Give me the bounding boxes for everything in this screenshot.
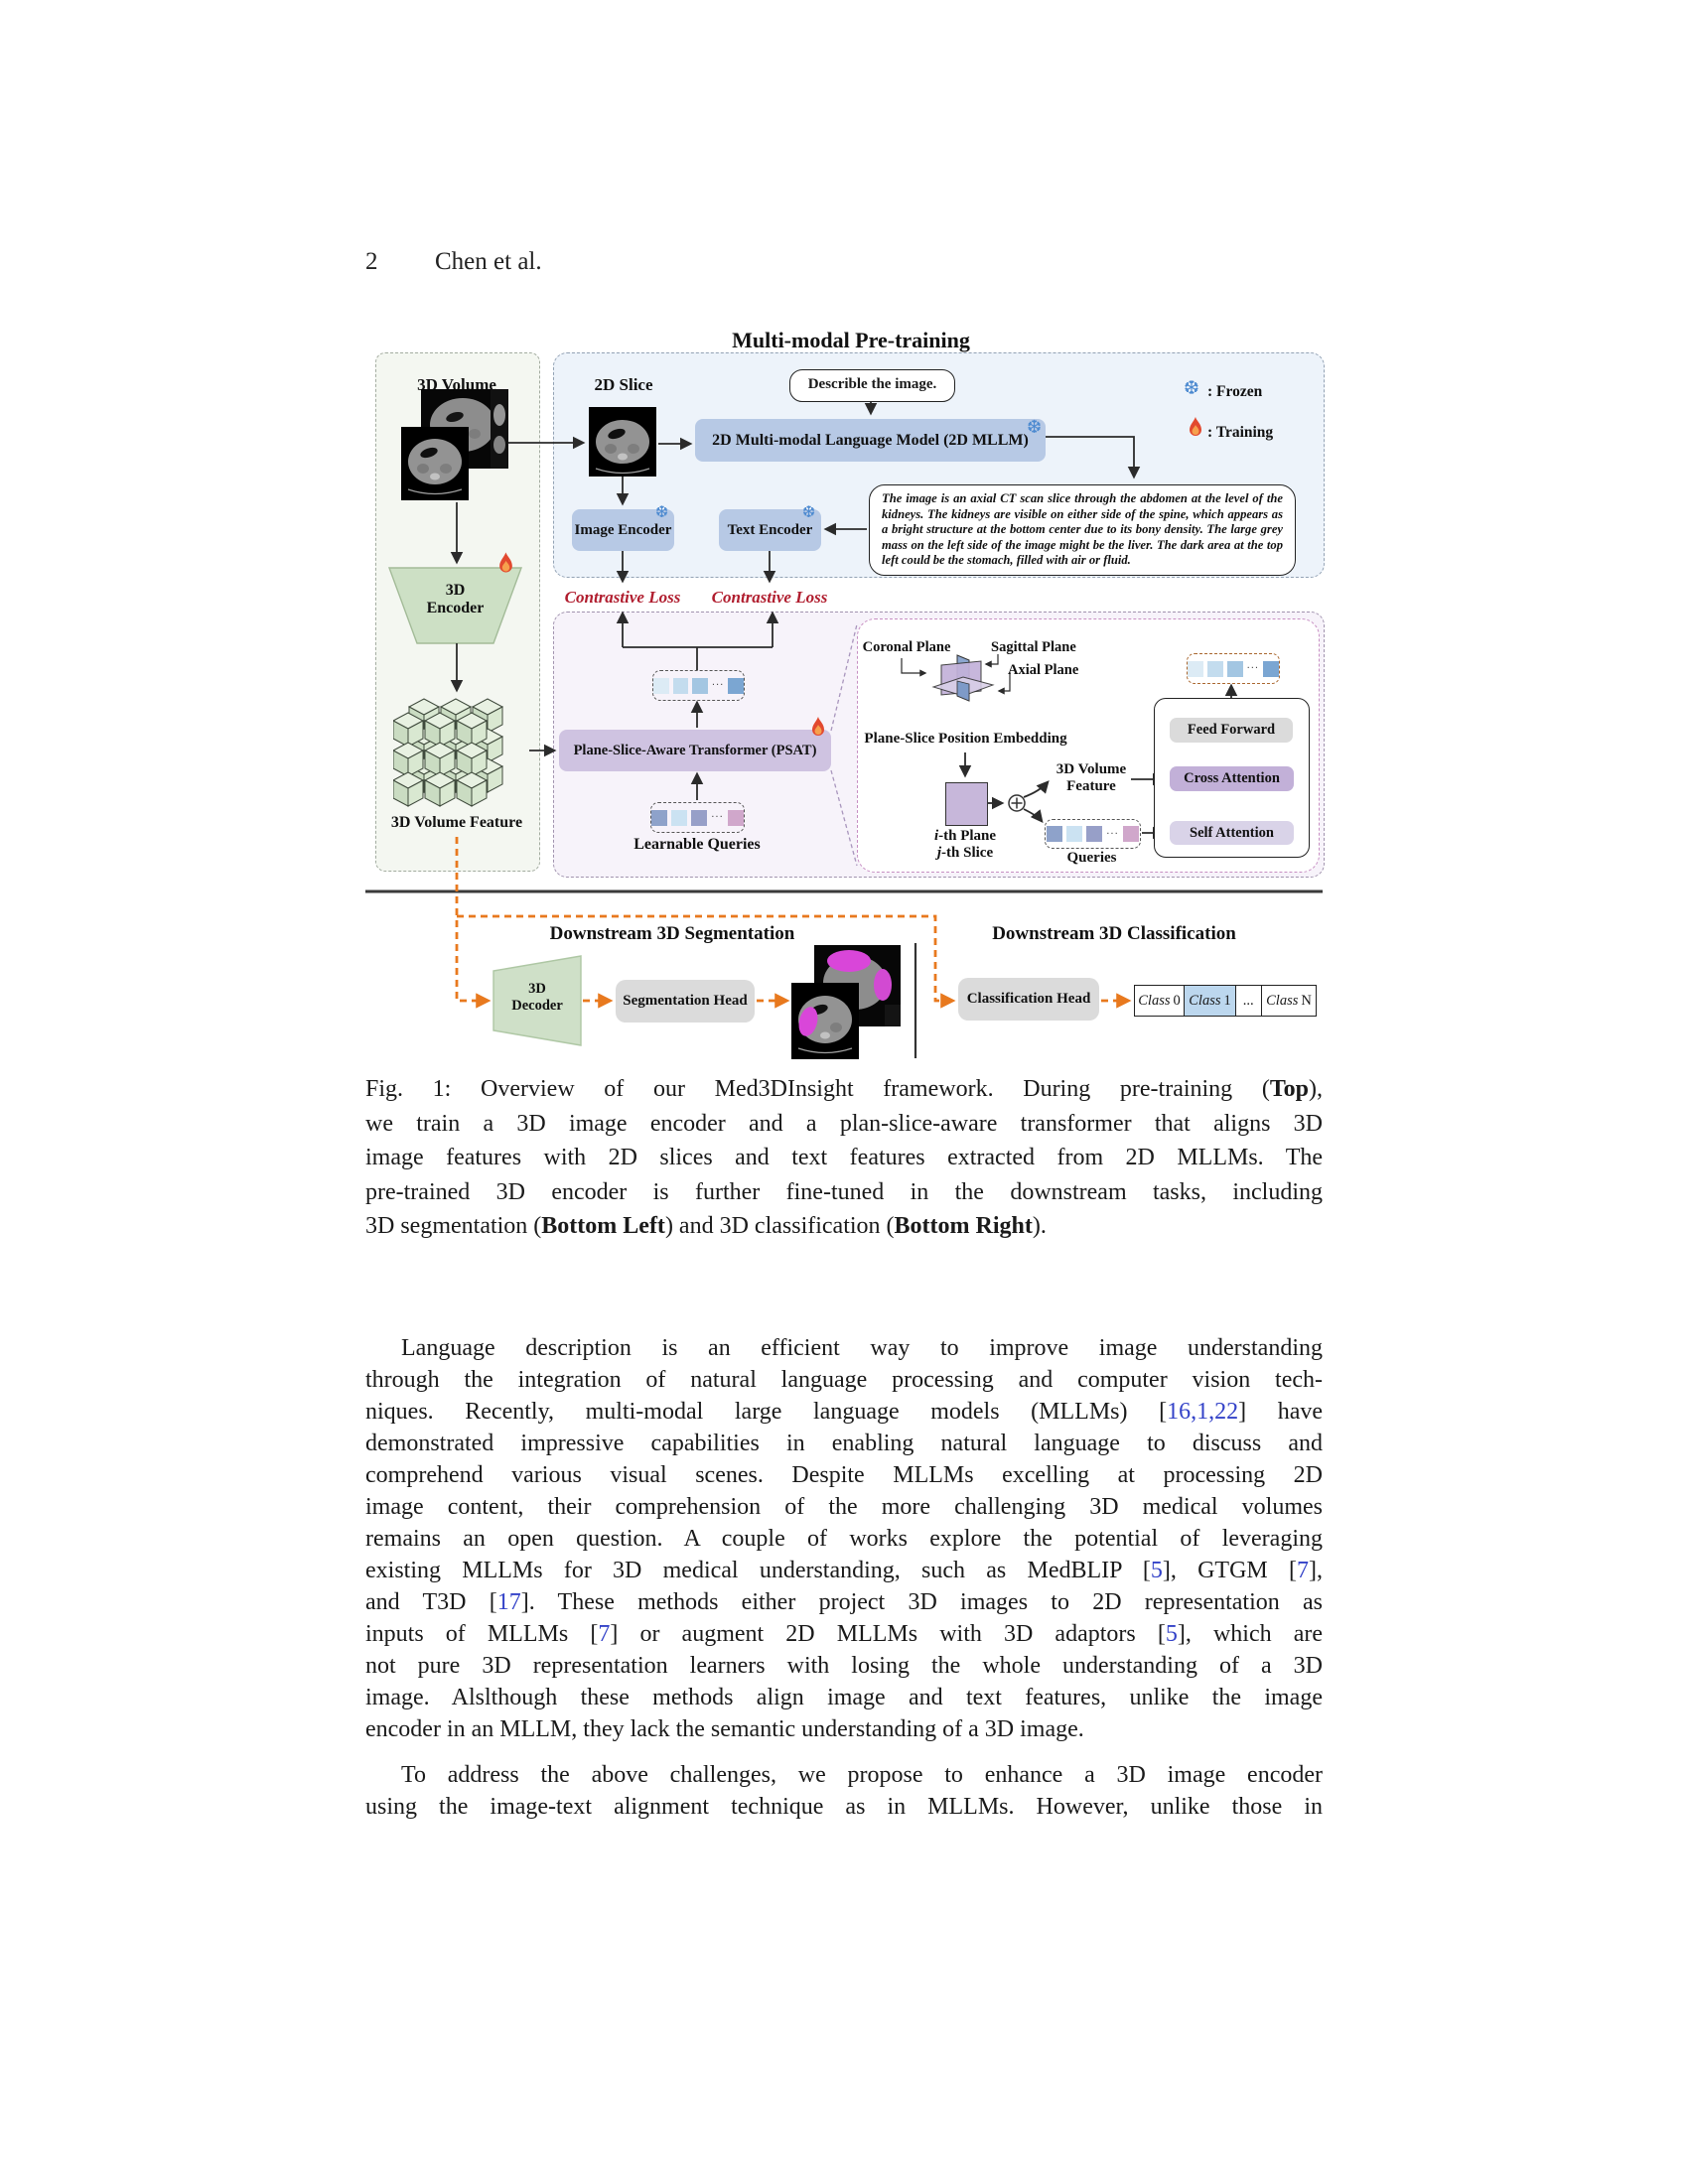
decoder-3d-label: 3D Decoder <box>511 981 563 1014</box>
legend-frozen: : Frozen <box>1207 383 1263 400</box>
classification-head-box: Classification Head <box>958 978 1099 1021</box>
learnable-query-tokens: ··· <box>650 802 745 833</box>
figure-1: Multi-modal Pre-training <box>357 328 1331 1074</box>
running-head: Chen et al. <box>435 248 542 275</box>
self-attention-box: Self Attention <box>1170 821 1294 845</box>
mllm-description-box: The image is an axial CT scan slice thro… <box>869 484 1296 576</box>
figure-title: Multi-modal Pre-training <box>732 328 970 352</box>
image-encoder-box: Image Encoder <box>572 509 674 551</box>
paragraph-1: Language description is an efficient way… <box>365 1335 1324 1742</box>
segmentation-head-box: Segmentation Head <box>616 980 755 1023</box>
sagittal-plane-label: Sagittal Plane <box>991 639 1076 655</box>
snowflake-icon: ❆ <box>1184 377 1199 399</box>
ct-slice-image <box>589 407 656 477</box>
volume-feature-cubes <box>393 698 503 807</box>
contrastive-loss-right: Contrastive Loss <box>711 588 828 607</box>
axial-plane-label: Axial Plane <box>1008 662 1079 678</box>
class-cell-ellipsis: ... <box>1236 986 1262 1016</box>
feed-forward-box: Feed Forward <box>1170 718 1293 743</box>
flame-icon <box>1188 417 1203 439</box>
queries-label: Queries <box>1066 850 1117 866</box>
seg-title: Downstream 3D Segmentation <box>549 923 795 944</box>
detail-volume-feature-label: 3D Volume Feature <box>1055 761 1127 795</box>
pspe-label: Plane-Slice Position Embedding <box>864 731 1067 747</box>
mllm-box: 2D Multi-modal Language Model (2D MLLM) <box>695 419 1046 462</box>
learnable-queries-label: Learnable Queries <box>633 836 761 853</box>
figure-caption: Fig. 1: Overview of our Med3DInsight fra… <box>365 1076 1323 1239</box>
text-encoder-box: Text Encoder <box>719 509 821 551</box>
encoder-3d-label: 3D Encoder <box>426 582 485 617</box>
snowflake-icon: ❆ <box>1027 417 1043 438</box>
coronal-plane-label: Coronal Plane <box>862 639 951 655</box>
psat-output-tokens: ··· <box>652 670 745 701</box>
slice-label: 2D Slice <box>594 375 653 394</box>
volume-feature-label: 3D Volume Feature <box>390 814 523 831</box>
body-text: Language description is an efficient way… <box>365 1332 1323 1823</box>
prompt-box: Describle the image. <box>789 369 955 402</box>
anatomical-planes-icon <box>931 654 995 702</box>
contrastive-loss-left: Contrastive Loss <box>564 588 681 607</box>
page-number: 2 <box>365 248 378 275</box>
paragraph-2: To address the above challenges, we prop… <box>365 1762 1323 1820</box>
detail-output-tokens: ··· <box>1187 653 1280 684</box>
ct-volume-image <box>401 389 508 500</box>
plane-slice-label: i-th Plane j-th Slice <box>933 828 997 862</box>
cls-title: Downstream 3D Classification <box>992 923 1236 944</box>
flame-icon <box>497 552 514 576</box>
segmentation-result-image <box>791 945 901 1059</box>
detail-query-tokens: ··· <box>1045 819 1141 849</box>
plane-slice-embedding-square <box>945 782 988 826</box>
cross-attention-box: Cross Attention <box>1170 766 1294 791</box>
snowflake-icon: ❆ <box>802 502 816 521</box>
snowflake-icon: ❆ <box>655 502 669 521</box>
flame-icon <box>810 717 826 739</box>
psat-box: Plane-Slice-Aware Transformer (PSAT) <box>559 730 831 771</box>
legend-training: : Training <box>1207 424 1274 441</box>
